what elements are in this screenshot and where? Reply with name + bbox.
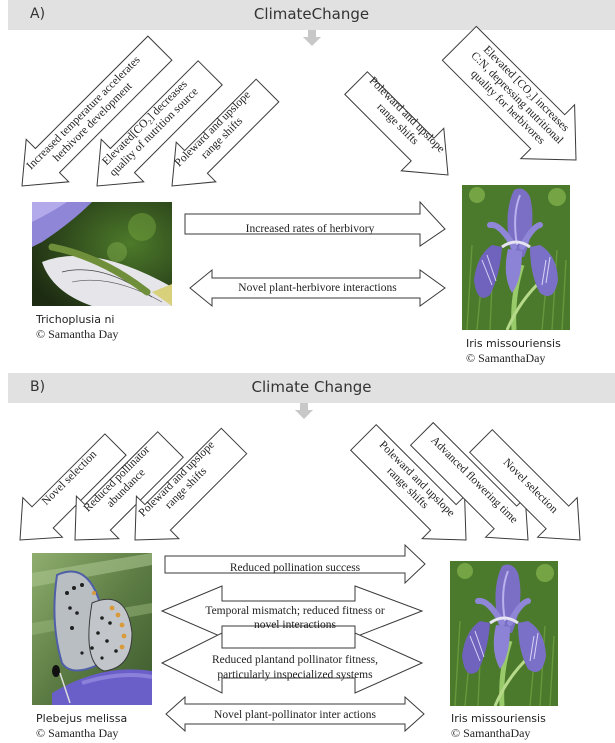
plant-driver-arrow [468,428,581,541]
right-organism-caption-b: Iris missouriensis © SamanthaDay [451,711,546,741]
panel-b-title: Climate Change [251,378,372,396]
panel-a-title: ClimateChange [253,5,370,23]
iris-photo [462,185,570,330]
interaction-label: Increased rates of herbivory [245,223,375,235]
interaction-arrow-double [165,695,425,733]
species-name: Trichoplusia ni [36,313,115,326]
species-name: Plebejus melissa [36,712,128,725]
pollinator-driver-arrow [74,431,184,541]
panel-b-header: B) Climate Change [8,373,615,403]
caterpillar-photo [32,202,172,306]
photo-credit: © SamanthaDay [451,726,531,740]
herbivore-driver-arrow [21,35,173,187]
interaction-label: Novel plant-pollinator inter actions [214,709,376,721]
photo-credit: © SamanthaDay [466,351,546,365]
species-name: Iris missouriensis [451,712,546,725]
down-arrow-icon [303,30,321,46]
interaction-arrow-double [160,632,424,694]
interaction-arrow-right [164,543,426,585]
interaction-arrow-right [184,200,446,247]
left-organism-caption-b: Plebejus melissa © Samantha Day [36,711,127,741]
species-name: Iris missouriensis [466,337,561,350]
pollinator-driver-arrow [134,427,248,541]
plant-driver-arrow [344,71,449,176]
herbivore-driver-arrow [171,78,280,187]
plant-driver-arrow [349,423,467,541]
panel-a-letter: A) [30,6,46,22]
right-organism-caption-a: Iris missouriensis © SamanthaDay [466,336,561,366]
herbivore-driver-arrow [96,60,223,187]
iris-photo [450,561,558,706]
down-arrow-icon [295,403,313,419]
interaction-label-line: Reduced plantand pollinator fitness, [211,654,379,666]
photo-credit: © Samantha Day [36,726,119,740]
pollinator-driver-arrow [19,433,127,541]
butterfly-photo [32,553,152,705]
interaction-label: Novel plant-herbivore interactions [238,282,397,294]
left-organism-caption-a: Trichoplusia ni © Samantha Day [36,312,118,342]
interaction-arrow-double [189,268,446,308]
interaction-label-line: particularly inspecialized systems [217,669,373,681]
interaction-label-line: novel interactions [253,619,337,631]
panel-a-header: A) ClimateChange [8,0,615,30]
interaction-arrow-double [160,585,424,638]
interaction-label-line: Temporal mismatch; reduced fitness or [205,605,385,617]
panel-b-letter: B) [30,379,46,395]
plant-driver-arrow [441,25,577,161]
photo-credit: © Samantha Day [36,327,119,341]
interaction-label: Reduced pollination success [229,562,361,574]
plant-driver-arrow [409,421,529,541]
